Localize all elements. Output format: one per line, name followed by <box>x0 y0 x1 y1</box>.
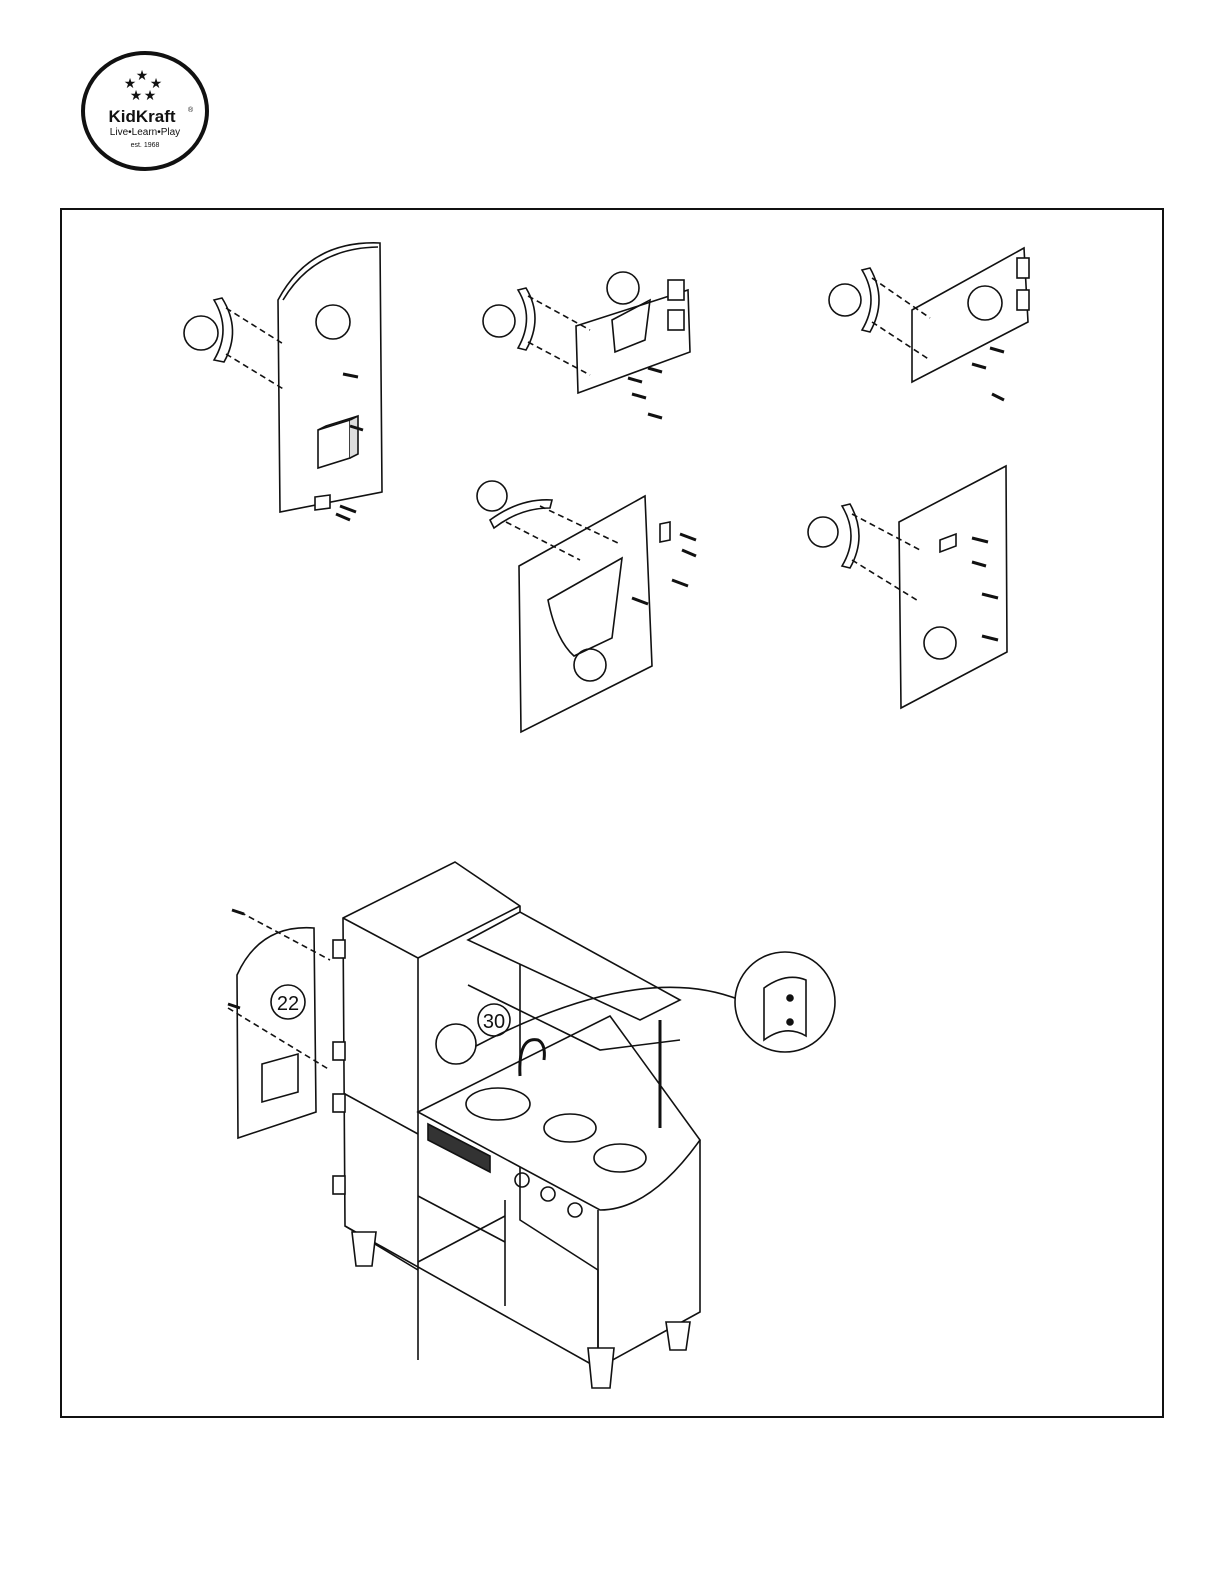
hinge-icon <box>315 495 330 510</box>
part-callout-circle <box>607 272 639 304</box>
handle-icon <box>842 504 859 568</box>
part-callout-circle <box>184 316 218 350</box>
cabinet-door-assembly <box>808 466 1007 708</box>
hinge-icon <box>333 940 345 958</box>
hinge-icon <box>1017 290 1029 310</box>
handle-icon <box>214 298 233 362</box>
handle-icon <box>862 268 879 332</box>
part-callout-circle <box>483 305 515 337</box>
hinge-icon <box>1017 258 1029 278</box>
hinge-icon <box>333 1094 345 1112</box>
knob-door-assembly <box>829 248 1029 400</box>
window-door-assembly <box>483 272 690 418</box>
handle-icon <box>518 288 535 350</box>
part-callout-circle <box>808 517 838 547</box>
hinge-icon <box>333 1042 345 1060</box>
callout-number-22: 22 <box>277 993 299 1015</box>
bracket-icon <box>764 977 806 1040</box>
kitchen-main-assembly <box>228 862 835 1388</box>
hinge-icon <box>668 280 684 300</box>
part-callout-circle <box>829 284 861 316</box>
arched-panel-assembly <box>184 243 382 520</box>
part-callout-circle <box>477 481 507 511</box>
hinge-icon <box>660 522 670 542</box>
knob-icon <box>541 1187 555 1201</box>
oven-door-assembly <box>477 481 696 732</box>
hinge-icon <box>333 1176 345 1194</box>
hinge-icon <box>668 310 684 330</box>
callout-number-30: 30 <box>483 1011 505 1033</box>
side-panel-22 <box>237 928 316 1138</box>
handle-icon <box>490 500 552 528</box>
knob-icon <box>568 1203 582 1217</box>
